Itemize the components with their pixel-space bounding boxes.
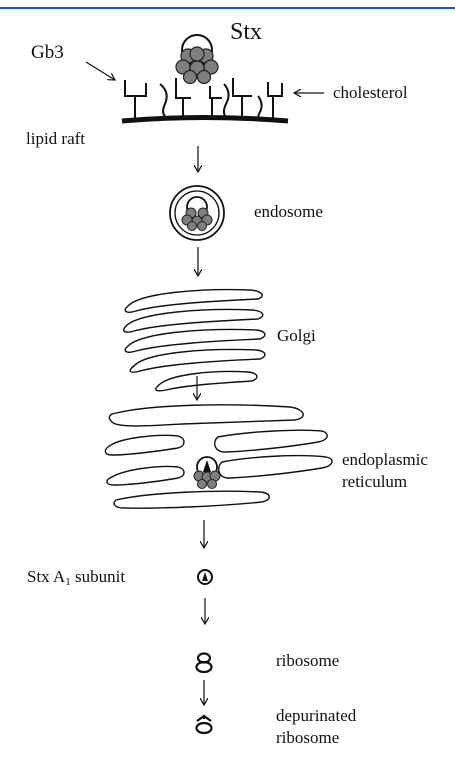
golgi-label: Golgi [277, 326, 316, 346]
gb3-pointer [86, 62, 115, 80]
membrane-bar [122, 118, 288, 122]
stx-b-pentamer [176, 47, 218, 84]
stx-a1-subunit-label: Stx A1 subunit [27, 567, 125, 588]
stx-a1-subunit-shape [198, 570, 212, 584]
depurinated-line2: ribosome [276, 727, 356, 749]
stx-a1-suffix: subunit [71, 567, 125, 586]
endosome-vesicle [170, 186, 224, 240]
er-label-line1: endoplasmic [342, 449, 428, 471]
gb3-label: Gb3 [31, 42, 64, 64]
er-label: endoplasmic reticulum [342, 449, 428, 493]
stx-holotoxin [176, 35, 218, 84]
ribosome-label: ribosome [276, 651, 339, 671]
depurinated-ribosome-shape [197, 715, 212, 733]
golgi-stack [124, 290, 265, 391]
depurinated-line1: depurinated [276, 705, 356, 727]
depurinated-ribosome-label: depurinated ribosome [276, 705, 356, 749]
stx-a1-prefix: Stx A [27, 567, 65, 586]
endoplasmic-reticulum [105, 405, 332, 508]
lipid-raft-label: lipid raft [26, 129, 85, 149]
ribosome-shape [197, 654, 212, 673]
er-label-line2: reticulum [342, 471, 428, 493]
cholesterol-label: cholesterol [333, 83, 408, 103]
stx-label: Stx [230, 19, 262, 46]
er-stx-toxin [194, 457, 220, 489]
endosome-label: endosome [254, 202, 323, 222]
lipid-raft-membrane [122, 78, 288, 121]
